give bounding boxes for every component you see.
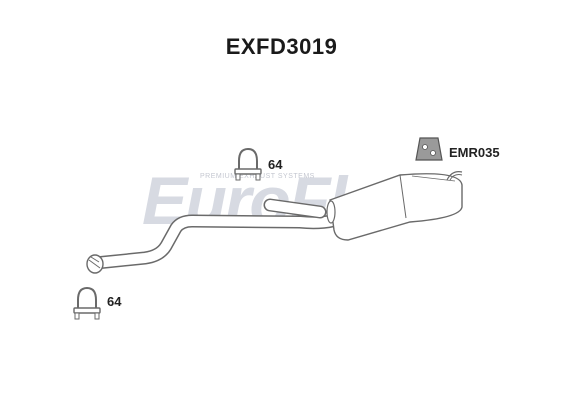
rear-silencer xyxy=(326,171,463,241)
clamp-upper-icon xyxy=(234,147,262,181)
clamp-lower-qty: 64 xyxy=(107,294,122,309)
pipe-outlet-end xyxy=(86,254,104,274)
mount-part-code: EMR035 xyxy=(449,145,500,160)
clamp-lower-icon xyxy=(73,286,101,320)
part-number-title: EXFD3019 xyxy=(225,34,338,59)
clamp-upper-qty: 64 xyxy=(268,157,283,172)
rubber-mount-icon xyxy=(415,137,443,161)
exhaust-pipe xyxy=(89,198,357,270)
